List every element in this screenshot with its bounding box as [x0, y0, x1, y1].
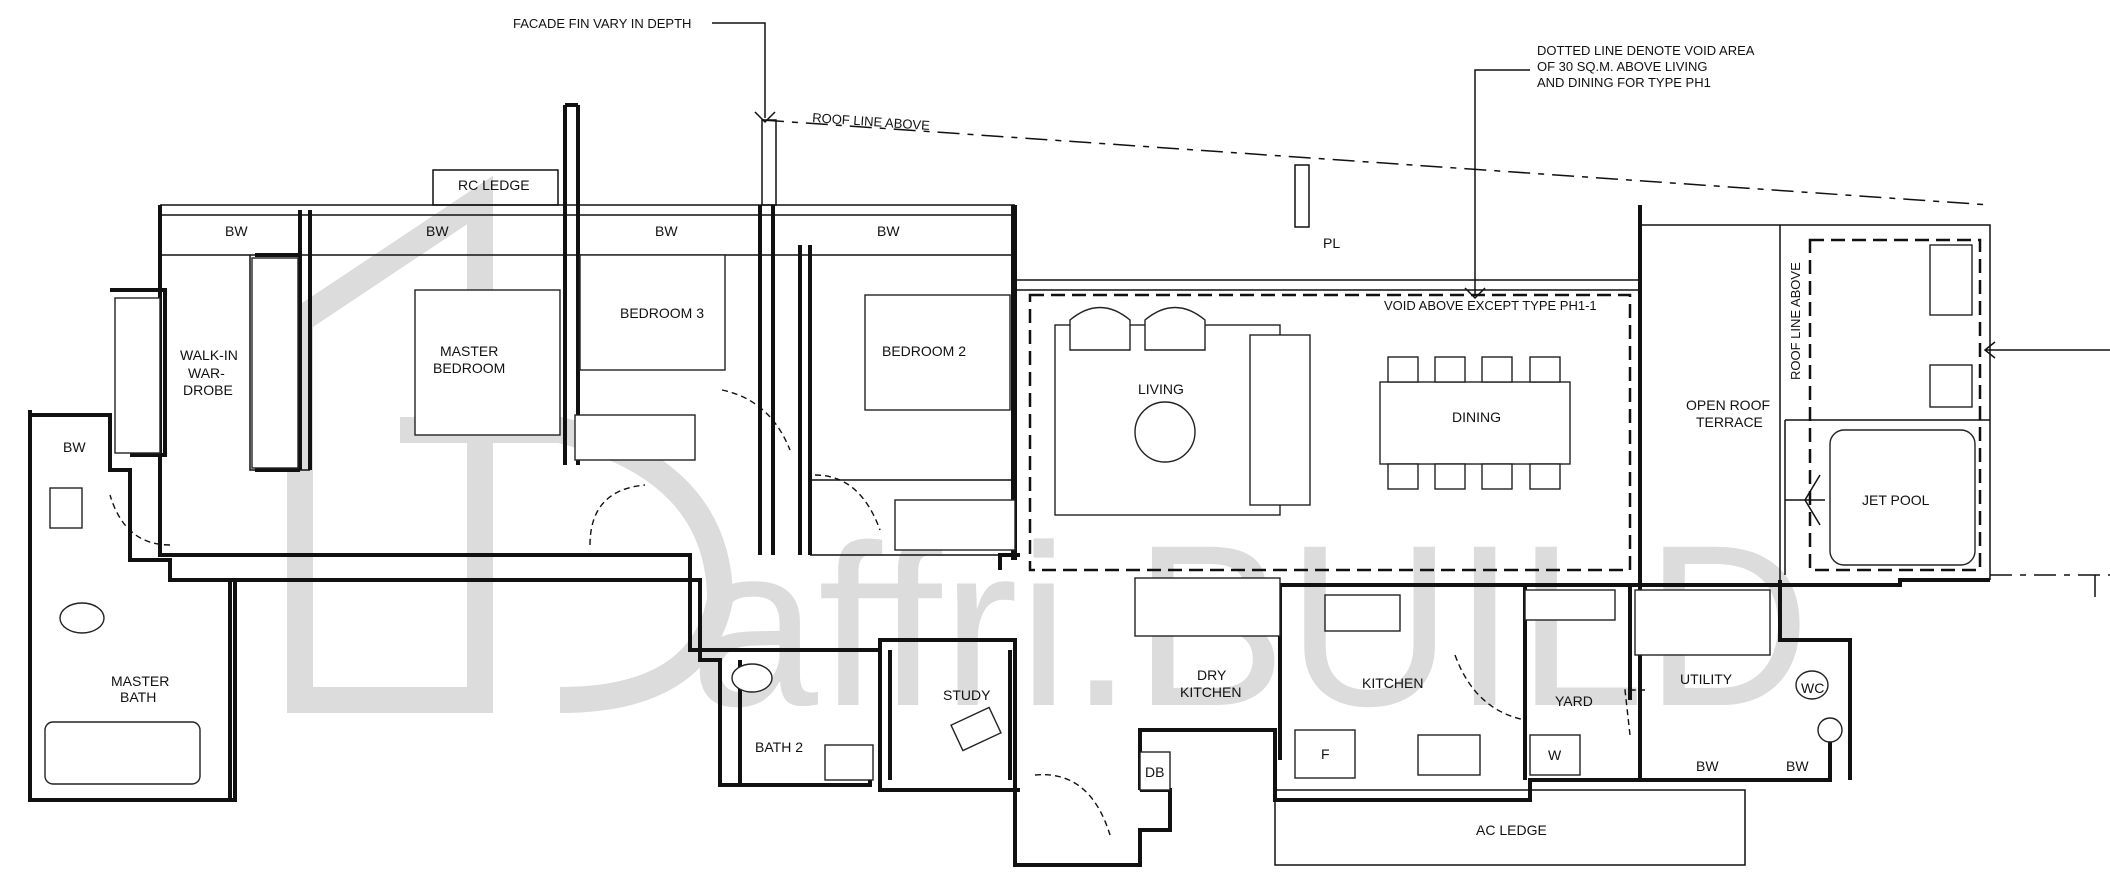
master-bed — [414, 289, 561, 436]
sofa — [1249, 334, 1311, 506]
bw-label-6: BW — [1696, 758, 1719, 774]
washer-label: W — [1548, 747, 1562, 763]
jet-pool-label: JET POOL — [1862, 492, 1930, 508]
leaders — [712, 22, 2110, 359]
armchair-2 — [1144, 306, 1206, 351]
wardrobe-bed3 — [574, 414, 696, 461]
facade-fin-note: FACADE FIN VARY IN DEPTH — [513, 16, 691, 31]
bw-label-4: BW — [877, 223, 900, 239]
furniture — [44, 169, 1990, 866]
study-chair — [950, 706, 1002, 752]
bath2-wc — [731, 663, 773, 693]
wc-bowl — [1795, 670, 1829, 700]
terrace-shower — [1929, 244, 1973, 316]
wardrobe-right — [251, 257, 299, 469]
door-swings — [109, 389, 1645, 836]
roof-line-note: ROOF LINE ABOVE — [812, 110, 931, 133]
armchair-1 — [1069, 306, 1131, 351]
interior-walls — [249, 103, 1781, 780]
room-labels: BW BW BW BW BW BW BW WALK-IN WAR- DROBE … — [63, 223, 1930, 780]
hob — [1324, 594, 1401, 632]
master-wc — [59, 602, 105, 634]
master-bath-label-2: BATH — [120, 689, 156, 705]
walk-in-label-3: DROBE — [183, 382, 233, 398]
bathtub — [44, 721, 201, 785]
jet-pool — [1829, 429, 1976, 566]
island-counter — [1134, 577, 1281, 637]
kitchen-sink — [1417, 734, 1481, 776]
db-box — [1139, 751, 1171, 791]
wardrobe-bed2 — [894, 499, 1016, 551]
yard-counter — [1524, 589, 1616, 621]
fridge — [1294, 729, 1356, 779]
wc-label: WC — [1801, 680, 1824, 696]
bedroom3-label: BEDROOM 3 — [620, 305, 704, 321]
ac-ledge-label: AC LEDGE — [1476, 822, 1547, 838]
study-label: STUDY — [943, 687, 991, 703]
open-roof-label-2: TERRACE — [1696, 414, 1763, 430]
wc-basin — [1817, 717, 1843, 743]
ac-ledge — [1274, 789, 1746, 866]
rc-ledge-label: RC LEDGE — [458, 177, 530, 193]
bath2-label: BATH 2 — [755, 739, 803, 755]
void-note-line3: AND DINING FOR TYPE PH1 — [1537, 75, 1711, 90]
void-note-line1: DOTTED LINE DENOTE VOID AREA — [1537, 43, 1755, 58]
kitchen-label: KITCHEN — [1362, 675, 1423, 691]
bw-label-3: BW — [655, 223, 678, 239]
master-bedroom-label-2: BEDROOM — [433, 360, 505, 376]
bed2 — [864, 294, 1011, 411]
dining-label: DINING — [1452, 409, 1501, 425]
bw-label-2: BW — [426, 223, 449, 239]
open-roof-label-1: OPEN ROOF — [1686, 397, 1770, 413]
walk-in-label-2: WAR- — [188, 365, 225, 381]
dining-table — [1379, 381, 1571, 465]
master-bedroom-label-1: MASTER — [440, 343, 498, 359]
bath2-basin — [824, 744, 874, 781]
bw-label-7: BW — [1786, 758, 1809, 774]
fridge-label: F — [1321, 746, 1330, 762]
utility-bed — [1634, 589, 1771, 656]
washer — [1529, 734, 1581, 776]
bw-label-5: BW — [63, 439, 86, 455]
terrace-tap — [1929, 364, 1973, 408]
bedroom2-label: BEDROOM 2 — [882, 343, 966, 359]
roof-lines — [761, 119, 2110, 600]
void-above-note: VOID ABOVE EXCEPT TYPE PH1-1 — [1384, 298, 1597, 313]
db-label: DB — [1145, 764, 1164, 780]
void-outline — [1028, 293, 1632, 572]
void-note-line2: OF 30 SQ.M. ABOVE LIVING — [1537, 59, 1708, 74]
roof-line-vertical-note: ROOF LINE ABOVE — [1788, 262, 1803, 380]
pl-label: PL — [1323, 235, 1340, 251]
walk-in-label-1: WALK-IN — [180, 347, 238, 363]
annotations: FACADE FIN VARY IN DEPTH ROOF LINE ABOVE… — [458, 16, 1803, 838]
master-basin — [49, 487, 83, 529]
dry-kitchen-label-2: KITCHEN — [1180, 684, 1241, 700]
utility-label: UTILITY — [1680, 671, 1733, 687]
bed3 — [579, 254, 726, 371]
yard-label: YARD — [1555, 693, 1593, 709]
living-label: LIVING — [1138, 381, 1184, 397]
terrace-roof-outline — [1808, 238, 1982, 572]
dry-kitchen-label-1: DRY — [1197, 667, 1227, 683]
rc-ledge — [432, 169, 559, 206]
coffee-table — [1134, 401, 1196, 463]
bw-label-1: BW — [225, 223, 248, 239]
master-bath-label-1: MASTER — [111, 673, 169, 689]
wardrobe-left — [114, 297, 161, 454]
